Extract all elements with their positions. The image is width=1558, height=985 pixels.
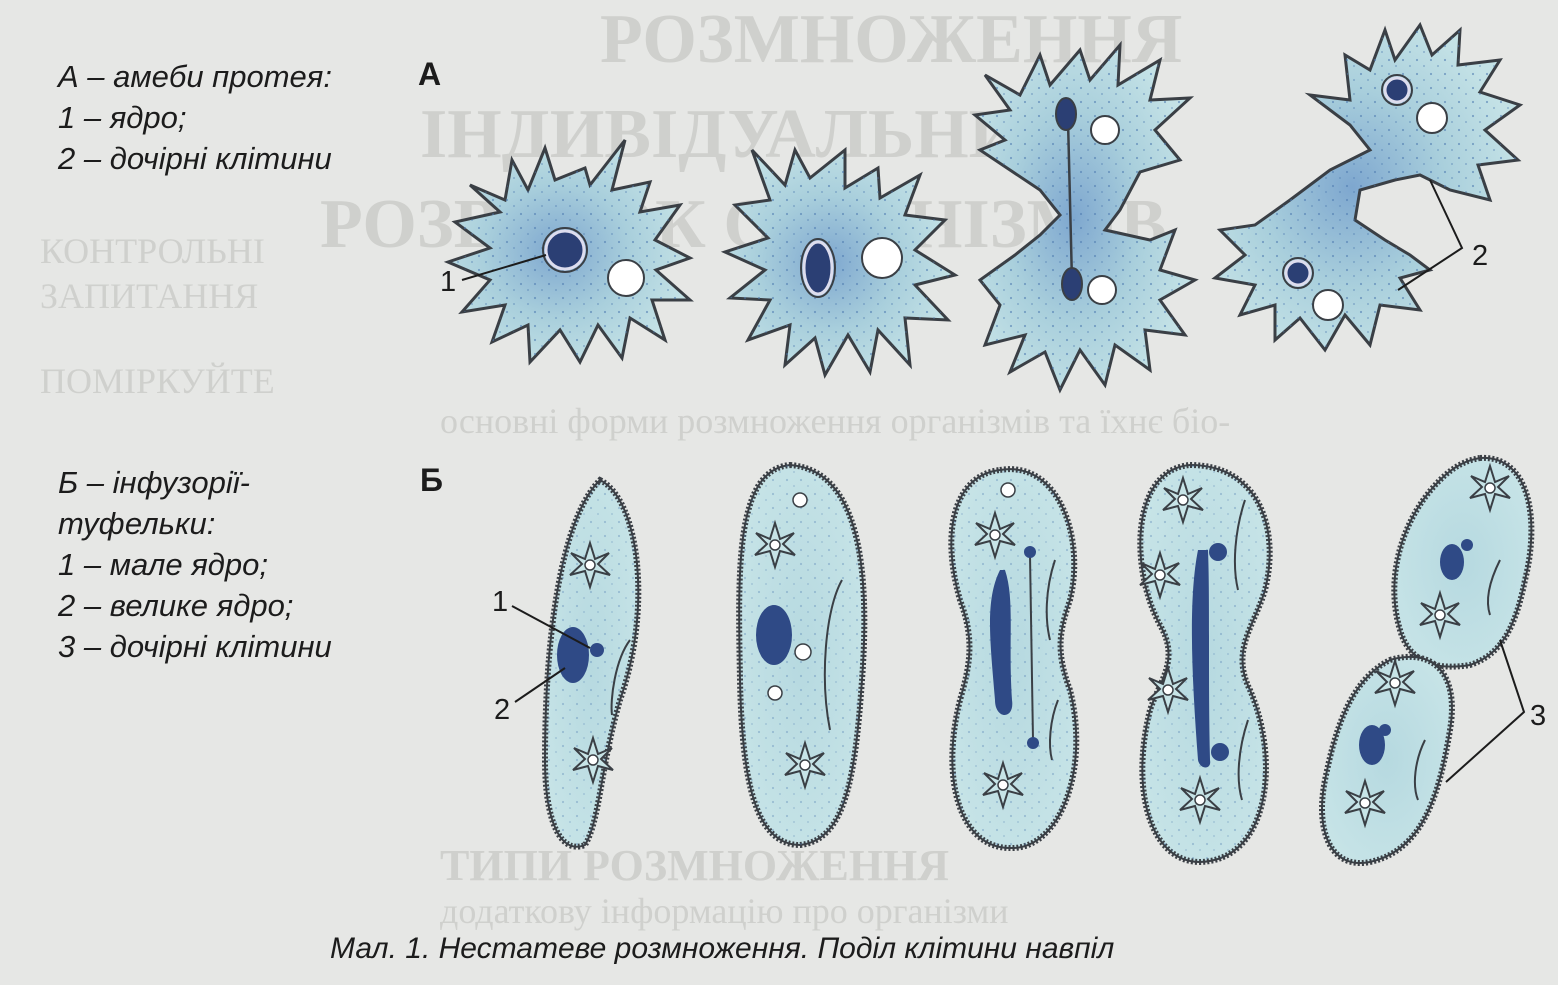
callout-number-amoeba-daughters: 2 — [1472, 240, 1488, 273]
legend-amoeba-item-2: 2 – дочірні клітини — [58, 138, 332, 179]
amoeba-stage-4 — [1215, 25, 1520, 350]
legend-amoeba-title: А – амеби протея: — [58, 56, 332, 97]
callout-number-paramecium-daughters: 3 — [1530, 700, 1546, 733]
callout-number-micronucleus: 1 — [492, 586, 508, 619]
figure-caption: Мал. 1. Нестатеве розмноження. Поділ клі… — [330, 932, 1114, 966]
legend-amoeba: А – амеби протея: 1 – ядро; 2 – дочірні … — [58, 56, 332, 179]
callout-number-amoeba-nucleus: 1 — [440, 266, 456, 299]
legend-paramecium-title-cont: туфельки: — [58, 503, 332, 544]
amoeba-stage-1 — [448, 140, 690, 362]
paramecium-stage-3 — [951, 469, 1076, 848]
callout-number-macronucleus: 2 — [494, 694, 510, 727]
legend-paramecium-item-3: 3 – дочірні клітини — [58, 626, 332, 667]
paramecium-stage-2 — [739, 465, 864, 845]
paramecium-stage-4 — [1140, 465, 1270, 862]
section-label-b: Б — [420, 462, 443, 499]
legend-paramecium-title: Б – інфузорії- — [58, 462, 332, 503]
legend-amoeba-item-1: 1 – ядро; — [58, 97, 332, 138]
legend-paramecium-item-1: 1 – мале ядро; — [58, 544, 332, 585]
paramecium-stage-5 — [1322, 458, 1531, 863]
amoeba-stage-3 — [975, 45, 1195, 390]
amoeba-stage-2 — [725, 150, 955, 375]
legend-paramecium: Б – інфузорії- туфельки: 1 – мале ядро; … — [58, 462, 332, 667]
section-label-a: А — [418, 56, 441, 93]
legend-paramecium-item-2: 2 – велике ядро; — [58, 585, 332, 626]
paramecium-stage-1 — [545, 480, 638, 847]
